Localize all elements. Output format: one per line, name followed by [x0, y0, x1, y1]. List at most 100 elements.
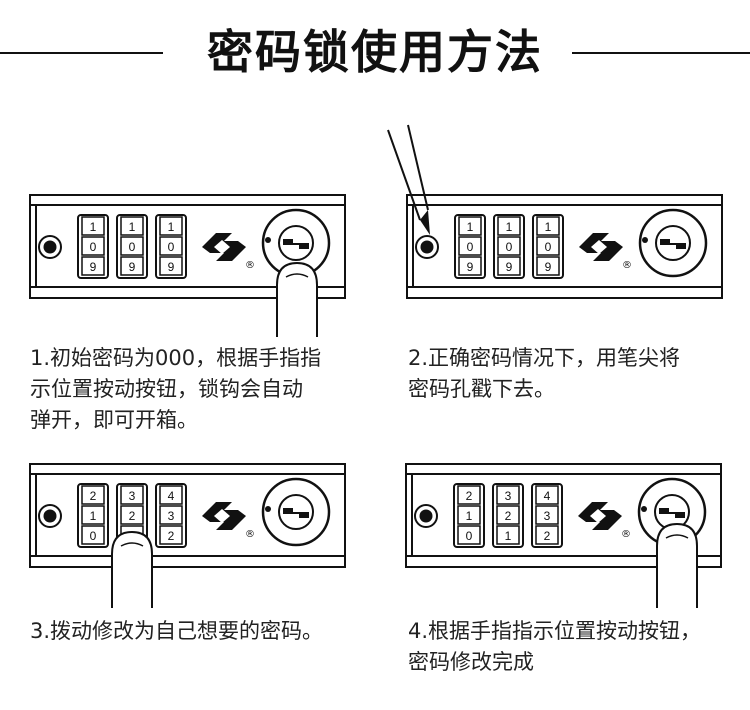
wheel-digit: 0: [467, 240, 474, 254]
wheel-digit: 9: [506, 260, 513, 274]
wheel-digit: 1: [129, 220, 136, 234]
step-3-caption: 3.拨动修改为自己想要的密码。: [30, 619, 324, 643]
finger-nail: [285, 273, 309, 278]
wheel-digit: 1: [466, 509, 473, 523]
wheel-digit: 1: [467, 220, 474, 234]
wheel-digit: 2: [544, 529, 551, 543]
wheel-digit: 3: [505, 489, 512, 503]
wheel-digit: 3: [168, 509, 175, 523]
wheel-1: 2 1 0: [77, 483, 109, 548]
wheel-digit: 9: [168, 260, 175, 274]
reset-hole-core: [419, 509, 433, 523]
brand-logo-icon: [202, 502, 246, 530]
wheel-digit-box: [457, 485, 481, 505]
wheel-digit-box: [120, 485, 144, 505]
wheel-digit-box: [457, 525, 481, 545]
title-rule-left: [0, 52, 163, 54]
keyhole-slot: [283, 508, 309, 518]
wheel-digit-box: [536, 256, 560, 276]
wheel-digit-box: [81, 525, 105, 545]
wheel-digit: 9: [545, 260, 552, 274]
keyhole-dot: [642, 237, 648, 243]
wheel-digit-box: [120, 505, 144, 525]
wheel-digit-box: [535, 485, 559, 505]
reset-hole-core: [420, 240, 434, 254]
wheel-digit: 1: [90, 220, 97, 234]
wheel-digit: 1: [505, 529, 512, 543]
wheel-digit-box: [159, 485, 183, 505]
wheel-digit-box: [159, 256, 183, 276]
keyhole-dot: [265, 237, 271, 243]
wheel-digit: 4: [168, 489, 175, 503]
wheel-digit: 2: [129, 509, 136, 523]
wheel-digit-box: [458, 256, 482, 276]
finger-nail: [120, 542, 144, 547]
finger-pointer-icon: [276, 261, 318, 337]
wheel-digit: 1: [168, 220, 175, 234]
wheel-digit-box: [81, 236, 105, 256]
wheel-digit: 2: [90, 489, 97, 503]
wheel-digit-box: [458, 236, 482, 256]
reset-hole-core: [43, 509, 57, 523]
wheel-digit-box: [159, 505, 183, 525]
brand-logo-inner: [214, 240, 230, 254]
wheel-digit: 0: [506, 240, 513, 254]
reset-hole-core: [43, 240, 57, 254]
header: 密码锁使用方法: [0, 0, 750, 100]
keyhole-slot: [283, 239, 309, 249]
finger-pointer-icon: [656, 522, 698, 608]
keyhole-dot: [641, 506, 647, 512]
wheel-digit: 0: [90, 240, 97, 254]
wheel-digit: 2: [505, 509, 512, 523]
wheel-digit: 9: [90, 260, 97, 274]
step-4-caption: 4.根据手指指示位置按动按钮， 密码修改完成: [408, 619, 702, 674]
finger-nail: [665, 534, 689, 539]
wheel-digit-box: [120, 256, 144, 276]
wheel-digit-box: [496, 525, 520, 545]
keyhole-slot: [660, 239, 686, 249]
wheel-2: 109: [116, 214, 148, 279]
wheel-digit: 4: [544, 489, 551, 503]
keyhole-dot: [265, 506, 271, 512]
wheel-digit-box: [536, 216, 560, 236]
title-rule-right: [572, 52, 750, 54]
wheel-digit: 3: [544, 509, 551, 523]
brand-logo-inner: [214, 509, 230, 523]
pen-edge-right: [407, 124, 429, 211]
finger-pointer-icon: [111, 530, 153, 608]
wheel-digit-box: [535, 525, 559, 545]
page-title: 密码锁使用方法: [207, 25, 543, 79]
wheel-digit-box: [159, 236, 183, 256]
wheel-digit-box: [159, 216, 183, 236]
wheel-digit-box: [120, 216, 144, 236]
wheel-digit-box: [120, 236, 144, 256]
wheel-digit: 1: [545, 220, 552, 234]
wheel-digit-box: [497, 236, 521, 256]
wheel-2: 109: [493, 214, 525, 279]
wheel-3: 432: [155, 483, 187, 548]
wheel-digit: 0: [545, 240, 552, 254]
wheel-digit: 2: [466, 489, 473, 503]
wheel-digit: 9: [467, 260, 474, 274]
wheel-digit-box: [81, 216, 105, 236]
registered-mark: ®: [245, 260, 255, 271]
wheel-digit: 0: [90, 529, 97, 543]
wheel-digit-box: [457, 505, 481, 525]
pen-point: [420, 210, 430, 235]
registered-mark: ®: [245, 529, 255, 540]
wheel-digit-box: [458, 216, 482, 236]
wheel-digit: 3: [129, 489, 136, 503]
wheel-digit-box: [81, 505, 105, 525]
wheel-3: 4 3 2: [531, 483, 563, 548]
pen-tip-icon: [387, 124, 430, 235]
registered-mark: ®: [621, 529, 631, 540]
step-1-caption: 1.初始密码为000，根据手指指 示位置按动按钮，锁钩会自动 弹开，即可开箱。: [30, 346, 322, 432]
wheel-digit: 1: [90, 509, 97, 523]
wheel-digit: 9: [129, 260, 136, 274]
wheel-digit-box: [536, 236, 560, 256]
brand-logo-icon: [579, 233, 623, 261]
